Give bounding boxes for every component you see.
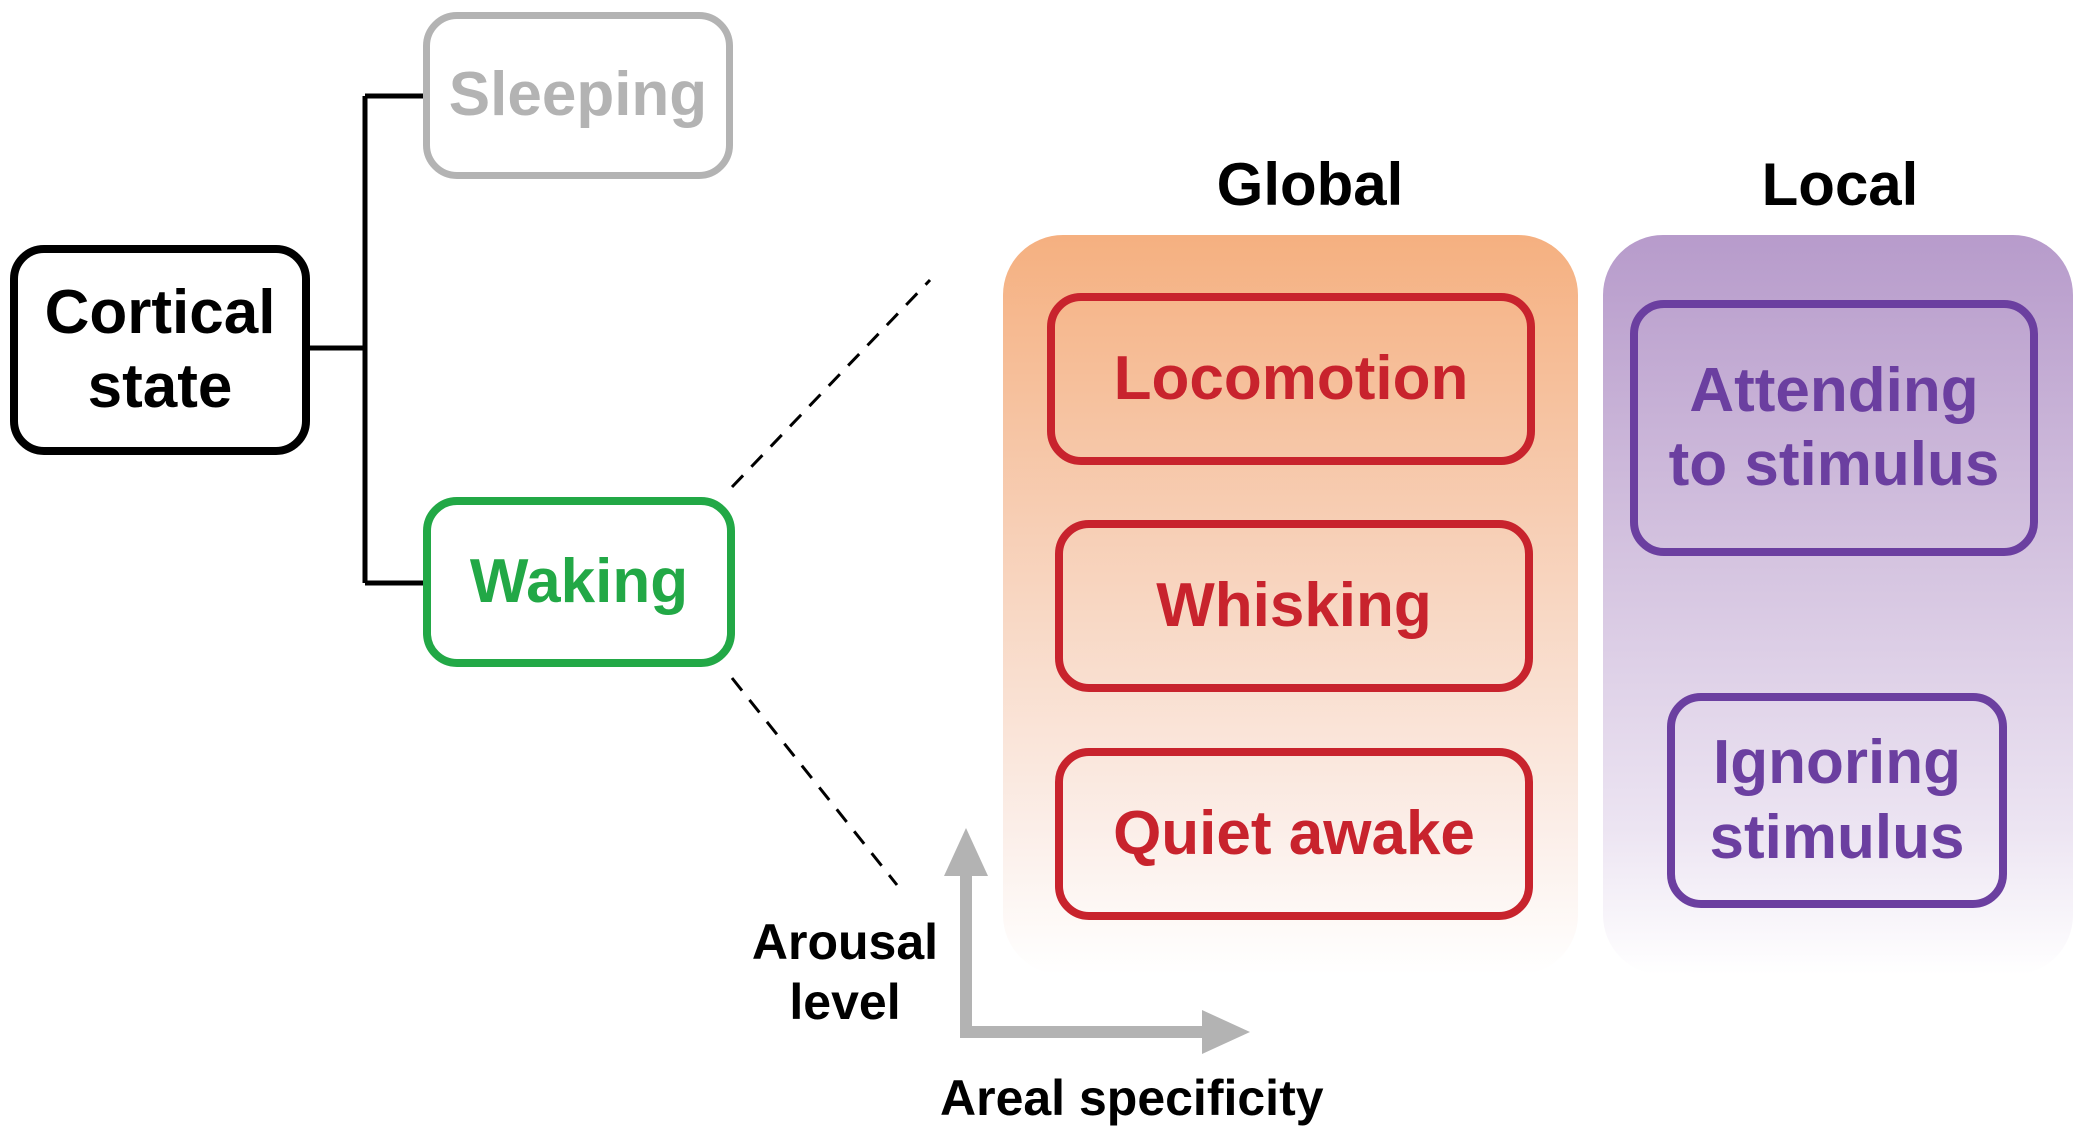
- ignoring-label-line1: Ignoring: [1713, 728, 1961, 798]
- x-axis-arrowhead: [1202, 1010, 1250, 1054]
- locomotion-box: Locomotion: [1047, 293, 1535, 465]
- ignoring-label-line2: stimulus: [1709, 802, 1965, 872]
- zoom-line-top: [730, 278, 932, 489]
- y-axis-label-line1: Arousal: [751, 914, 939, 970]
- waking-label: Waking: [469, 546, 689, 616]
- x-axis-label: Areal specificity: [940, 1070, 1324, 1126]
- waking-box: Waking: [423, 497, 735, 667]
- whisking-box: Whisking: [1055, 520, 1533, 692]
- quiet-awake-label: Quiet awake: [1113, 798, 1475, 868]
- sleeping-label: Sleeping: [448, 60, 708, 130]
- attending-label-line1: Attending: [1689, 355, 1979, 425]
- global-header: Global: [1216, 151, 1404, 218]
- y-axis-label-line2: level: [789, 974, 901, 1030]
- y-axis-arrowhead: [944, 828, 988, 876]
- sleeping-box: Sleeping: [423, 12, 733, 179]
- locomotion-label: Locomotion: [1113, 343, 1469, 413]
- zoom-line-bottom: [730, 677, 899, 886]
- cortical-state-label-line2: state: [87, 352, 233, 421]
- local-panel: [1603, 235, 2073, 975]
- quiet-awake-box: Quiet awake: [1055, 748, 1533, 920]
- whisking-label: Whisking: [1156, 570, 1432, 640]
- global-panel: [1003, 235, 1578, 975]
- cortical-state-label-line1: Cortical: [44, 277, 276, 347]
- cortical-state-box: Cortical state: [10, 245, 310, 455]
- attending-label-line2: to stimulus: [1668, 430, 2000, 499]
- attending-box: Attending to stimulus: [1630, 300, 2038, 556]
- ignoring-box: Ignoring stimulus: [1667, 693, 2007, 908]
- y-axis-label: Arousal level: [735, 912, 955, 1032]
- local-header: Local: [1761, 151, 1919, 218]
